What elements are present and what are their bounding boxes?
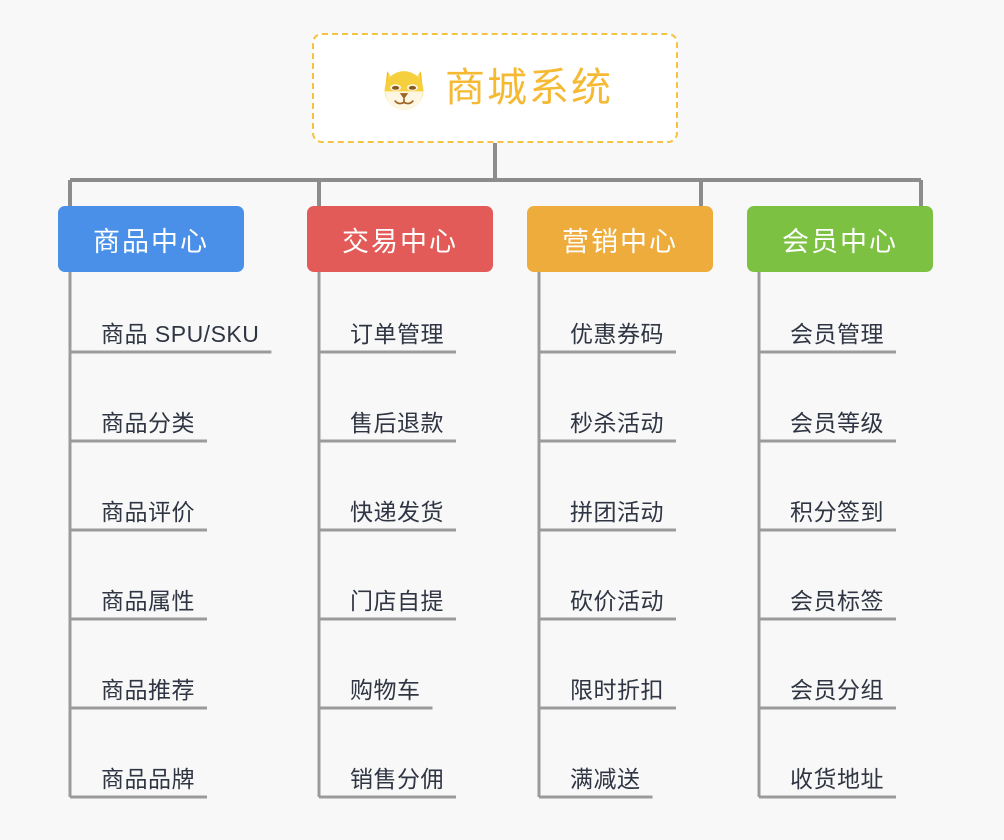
leaf-item-label: 购物车	[350, 676, 421, 703]
category-header-1[interactable]: 商品中心	[58, 206, 244, 272]
leaf-item[interactable]: 销售分佣	[319, 749, 444, 797]
leaf-item-label: 会员标签	[790, 587, 884, 614]
leaf-item[interactable]: 订单管理	[319, 304, 444, 352]
category-header-4[interactable]: 会员中心	[747, 206, 933, 272]
category-title: 会员中心	[782, 226, 898, 257]
leaf-item-label: 商品品牌	[101, 765, 195, 792]
leaf-item-label: 会员等级	[790, 409, 884, 436]
leaf-item[interactable]: 会员标签	[759, 571, 884, 619]
category-header-2[interactable]: 交易中心	[307, 206, 493, 272]
leaf-item[interactable]: 砍价活动	[539, 571, 664, 619]
leaf-item[interactable]: 会员分组	[759, 660, 884, 708]
leaf-item[interactable]: 商品推荐	[70, 660, 195, 708]
leaf-item-label: 门店自提	[350, 587, 444, 614]
leaf-item-label: 商品分类	[101, 409, 195, 436]
leaf-item[interactable]: 会员管理	[759, 304, 884, 352]
leaf-item[interactable]: 秒杀活动	[539, 393, 664, 441]
leaf-item[interactable]: 商品评价	[70, 482, 195, 530]
leaf-item-label: 商品推荐	[101, 676, 195, 703]
leaf-item[interactable]: 商品分类	[70, 393, 195, 441]
leaf-item-label: 砍价活动	[570, 587, 664, 614]
leaf-item-label: 快递发货	[350, 498, 444, 525]
category-title: 交易中心	[342, 226, 458, 257]
leaf-item[interactable]: 收货地址	[759, 749, 884, 797]
leaf-item[interactable]: 满减送	[539, 749, 641, 797]
leaf-item-label: 拼团活动	[570, 498, 664, 525]
leaf-item-label: 商品属性	[101, 587, 195, 614]
leaf-item-label: 优惠券码	[570, 320, 664, 347]
leaf-item[interactable]: 售后退款	[319, 393, 444, 441]
category-title: 营销中心	[562, 226, 678, 257]
leaf-item-label: 积分签到	[790, 498, 884, 525]
leaf-item-label: 销售分佣	[350, 765, 444, 792]
leaf-item[interactable]: 积分签到	[759, 482, 884, 530]
leaf-item-label: 满减送	[570, 765, 641, 792]
leaf-item-label: 限时折扣	[570, 676, 664, 703]
leaf-item[interactable]: 门店自提	[319, 571, 444, 619]
leaf-item[interactable]: 购物车	[319, 660, 421, 708]
leaf-item[interactable]: 会员等级	[759, 393, 884, 441]
category-title: 商品中心	[93, 226, 209, 257]
leaf-item[interactable]: 限时折扣	[539, 660, 664, 708]
leaf-item[interactable]: 优惠券码	[539, 304, 664, 352]
leaf-item[interactable]: 商品 SPU/SKU	[70, 304, 259, 352]
leaf-item-label: 商品 SPU/SKU	[101, 320, 260, 347]
leaf-item-label: 会员管理	[790, 320, 884, 347]
leaf-item-label: 收货地址	[790, 765, 884, 792]
leaf-item[interactable]: 拼团活动	[539, 482, 664, 530]
shiba-dog-face-icon	[377, 61, 431, 115]
leaf-item[interactable]: 商品品牌	[70, 749, 195, 797]
leaf-item-label: 秒杀活动	[570, 409, 664, 436]
root-node[interactable]: 商城系统	[312, 33, 678, 143]
leaf-item-label: 订单管理	[350, 320, 444, 347]
leaf-item-label: 商品评价	[101, 498, 195, 525]
leaf-item-label: 会员分组	[790, 676, 884, 703]
category-header-3[interactable]: 营销中心	[527, 206, 713, 272]
leaf-item[interactable]: 快递发货	[319, 482, 444, 530]
leaf-item[interactable]: 商品属性	[70, 571, 195, 619]
root-title: 商城系统	[445, 66, 613, 110]
leaf-item-label: 售后退款	[350, 409, 444, 436]
